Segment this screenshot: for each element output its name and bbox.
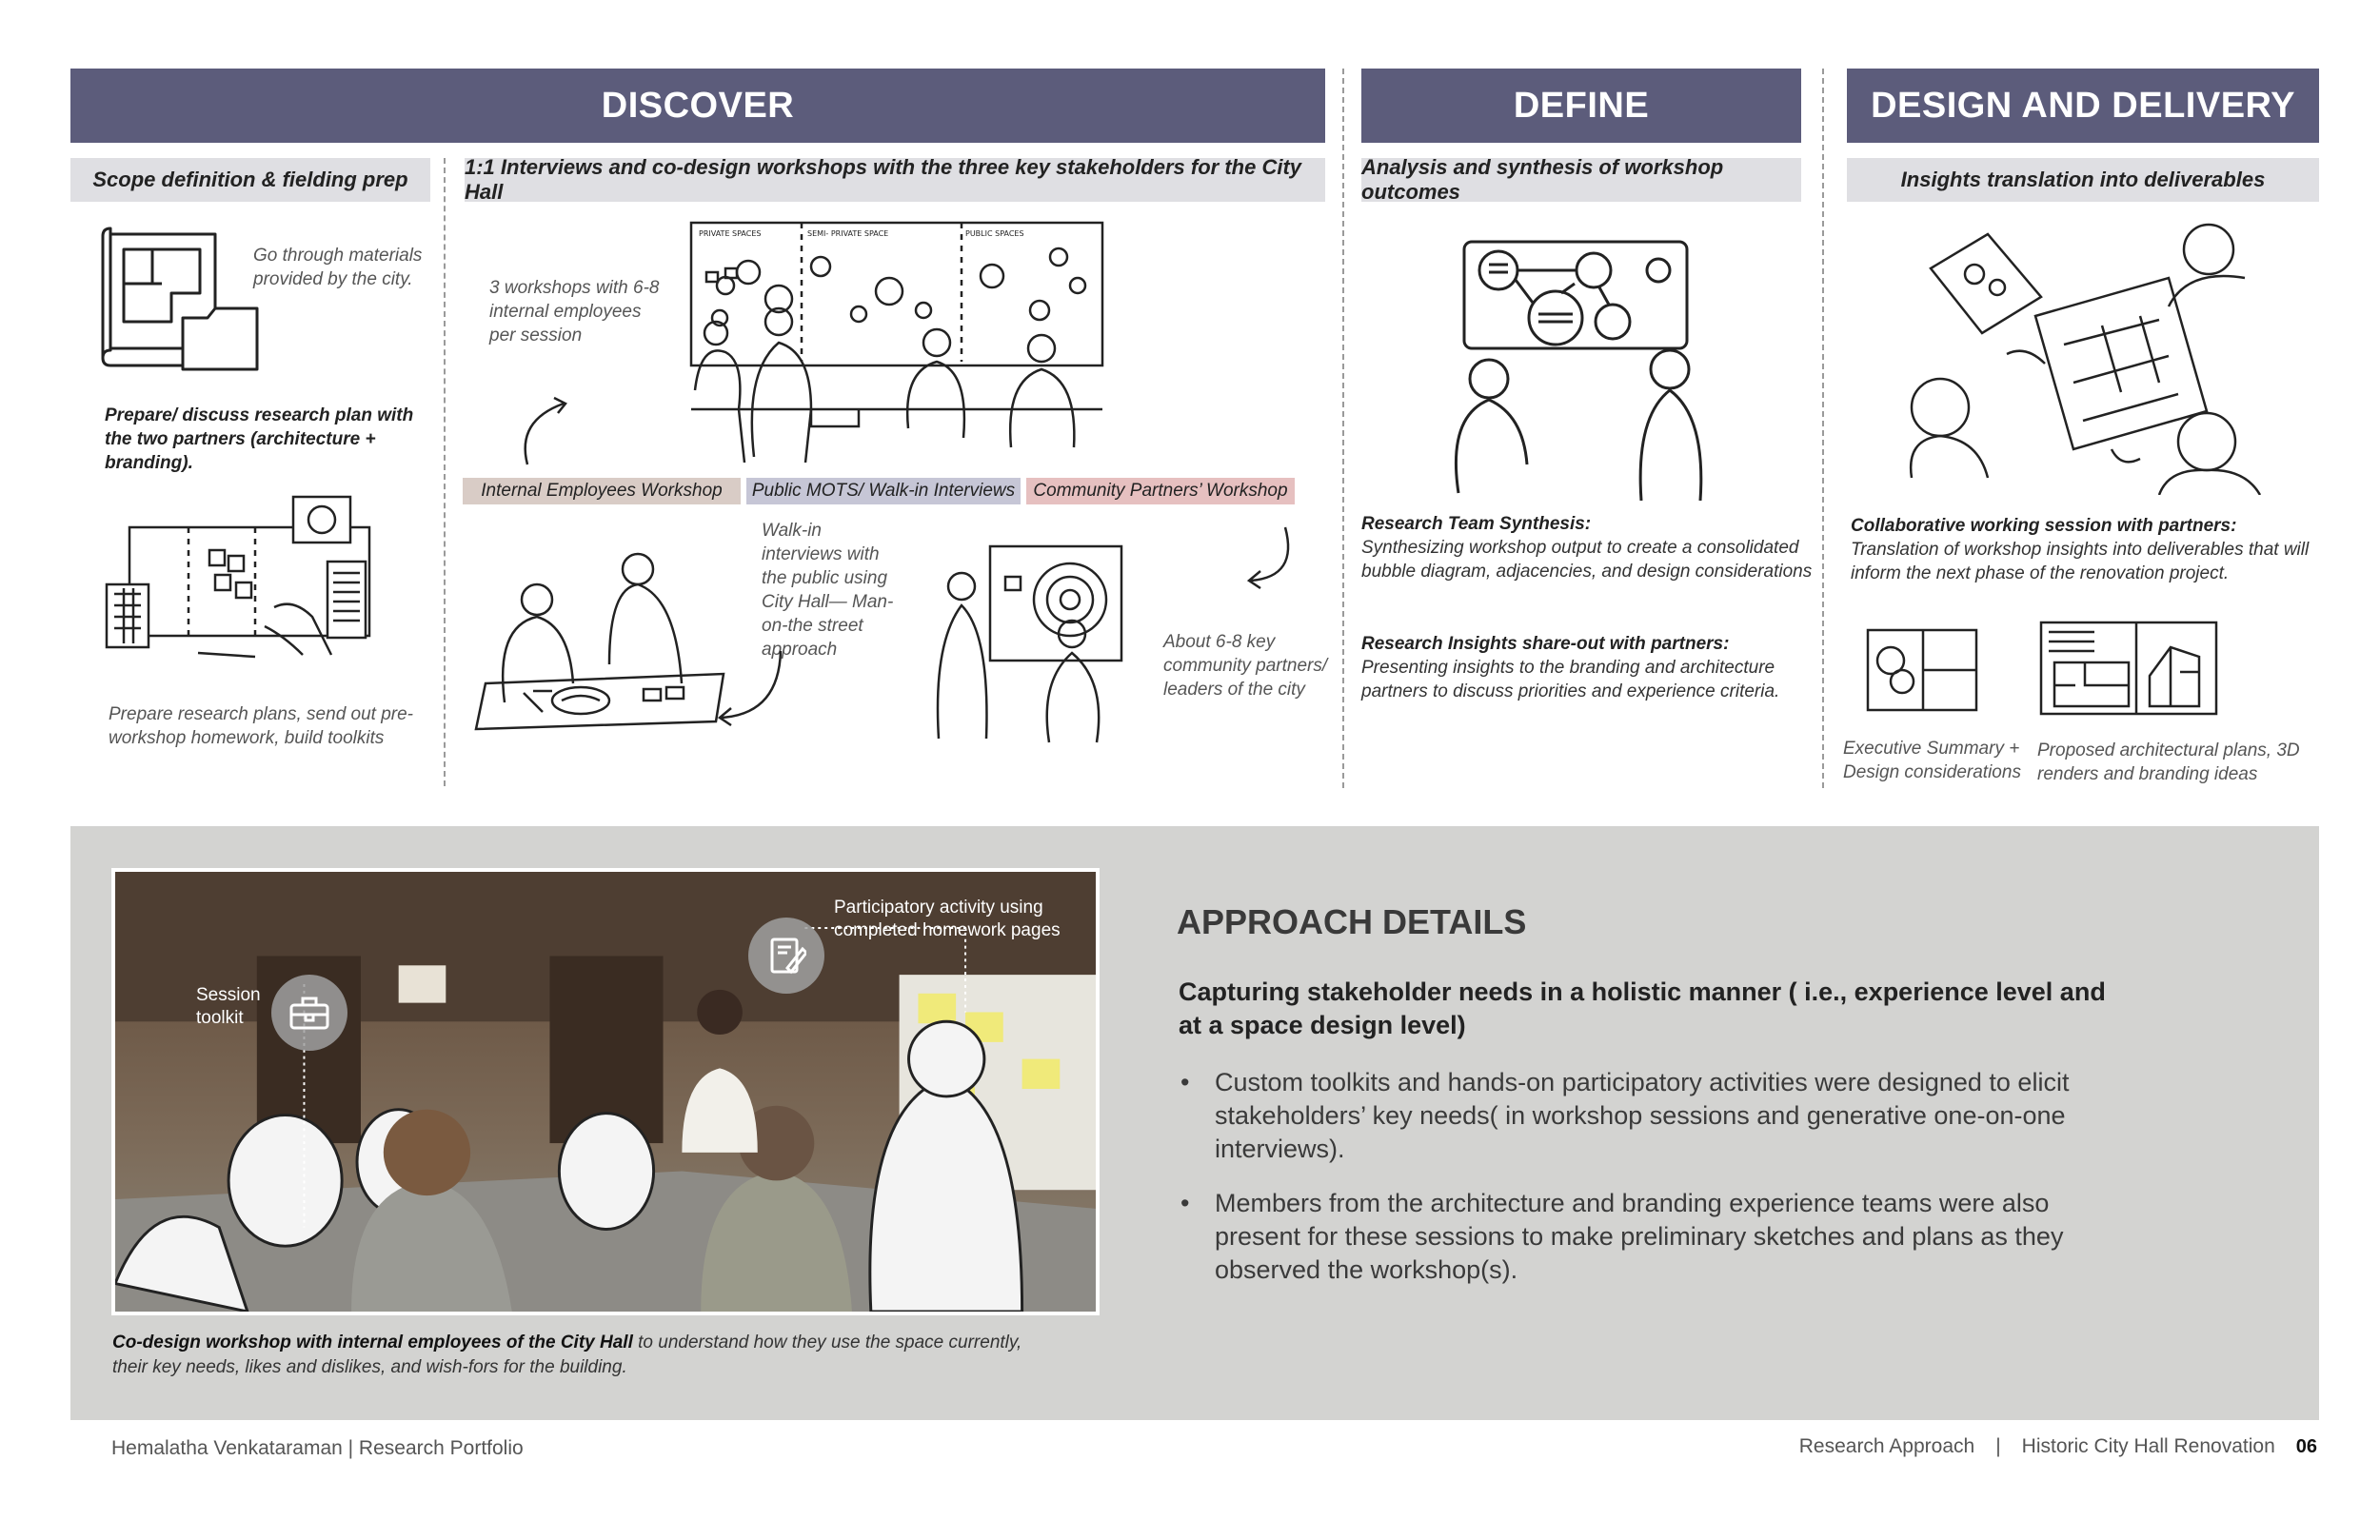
note-community: About 6-8 key community partners/ leader… bbox=[1163, 632, 1328, 700]
collab-block: Collaborative working session with partn… bbox=[1851, 514, 2313, 585]
activity-label: Participatory activity using completed h… bbox=[834, 898, 1061, 940]
caption-bold: Co-design workshop with internal employe… bbox=[112, 1333, 633, 1352]
synthesis-title: Research Team Synthesis: bbox=[1361, 514, 1592, 534]
delivery-subheader: Insights translation into deliverables bbox=[1847, 158, 2319, 202]
exec-summary-label: Executive Summary + Design consideration… bbox=[1843, 739, 2021, 782]
interview-table-sketch bbox=[466, 550, 725, 731]
collab-text: Translation of workshop insights into de… bbox=[1851, 540, 2310, 583]
define-subheader: Analysis and synthesis of workshop outco… bbox=[1361, 155, 1801, 204]
arrow-left-sketch bbox=[1243, 523, 1300, 592]
collab-title: Collaborative working session with partn… bbox=[1851, 516, 2237, 536]
footer-separator: | bbox=[1995, 1435, 2001, 1457]
synthesis-block: Research Team Synthesis: Synthesizing wo… bbox=[1361, 512, 1818, 583]
interviews-subheader: 1:1 Interviews and co-design workshops w… bbox=[465, 155, 1325, 204]
arrow-down-sketch bbox=[712, 647, 788, 727]
divider-discover-inner bbox=[444, 158, 446, 786]
caption-rest: to understand how they use the space cur… bbox=[112, 1333, 1022, 1377]
arrow-up-sketch bbox=[514, 392, 581, 468]
approach-title: APPROACH DETAILS bbox=[1177, 902, 1527, 941]
tag-public-mots: Public MOTS/ Walk-in Interviews bbox=[746, 478, 1021, 504]
divider-define-delivery bbox=[1822, 69, 1824, 788]
board-label-semi: SEMI- PRIVATE SPACE bbox=[807, 229, 888, 238]
footer-author: Hemalatha Venkataraman | Research Portfo… bbox=[111, 1437, 524, 1459]
collab-session-sketch bbox=[1883, 221, 2268, 495]
synthesis-text: Synthesizing workshop output to create a… bbox=[1361, 538, 1813, 582]
exec-summary-sketch bbox=[1864, 626, 1980, 714]
note-materials: Go through materials provided by the cit… bbox=[253, 246, 423, 289]
note-walkin: Walk-in interviews with the public using… bbox=[762, 521, 894, 660]
delivery-header: DESIGN AND DELIVERY bbox=[1847, 69, 2319, 143]
homework-icon bbox=[748, 918, 824, 994]
approach-subtitle: Capturing stakeholder needs in a holisti… bbox=[1179, 977, 2106, 1039]
approach-bullets: Custom toolkits and hands-on participato… bbox=[1179, 1066, 2092, 1308]
approach-bullet: Custom toolkits and hands-on participato… bbox=[1179, 1066, 2092, 1166]
workspace-sketch bbox=[103, 493, 381, 683]
page-number: 06 bbox=[2295, 1436, 2317, 1457]
arch-plans-sketch bbox=[2037, 619, 2220, 718]
tag-internal-employees: Internal Employees Workshop bbox=[463, 478, 741, 504]
footer-right: Research Approach | Historic City Hall R… bbox=[1799, 1435, 2317, 1458]
workshop-photo bbox=[111, 868, 1100, 1315]
discover-header: DISCOVER bbox=[70, 69, 1325, 143]
note-research-plan: Prepare/ discuss research plan with the … bbox=[105, 405, 414, 473]
workshop-board-sketch: PRIVATE SPACES SEMI- PRIVATE SPACE PUBLI… bbox=[687, 219, 1106, 463]
floorplan-folder-sketch bbox=[95, 227, 267, 371]
define-header: DEFINE bbox=[1361, 69, 1801, 143]
note-workshops: 3 workshops with 6-8 internal employees … bbox=[489, 278, 660, 346]
toolkit-icon bbox=[271, 975, 347, 1051]
divider-discover-define bbox=[1342, 69, 1344, 788]
shareout-title: Research Insights share-out with partner… bbox=[1361, 634, 1730, 654]
approach-bullet: Members from the architecture and brandi… bbox=[1179, 1187, 2092, 1287]
scope-subheader: Scope definition & fielding prep bbox=[70, 158, 430, 202]
footer-section: Research Approach bbox=[1798, 1435, 1975, 1457]
footer-project: Historic City Hall Renovation bbox=[2021, 1435, 2275, 1457]
board-label-public: PUBLIC SPACES bbox=[965, 229, 1024, 238]
synthesis-board-sketch bbox=[1432, 227, 1708, 501]
community-sketch bbox=[929, 539, 1148, 744]
board-label-private: PRIVATE SPACES bbox=[699, 229, 761, 238]
note-prepare: Prepare research plans, send out pre-wor… bbox=[109, 704, 414, 748]
arch-plans-label: Proposed architectural plans, 3D renders… bbox=[2037, 740, 2300, 784]
shareout-block: Research Insights share-out with partner… bbox=[1361, 632, 1818, 703]
tag-community-partners: Community Partners’ Workshop bbox=[1026, 478, 1295, 504]
session-toolkit-label: Session toolkit bbox=[196, 985, 261, 1028]
photo-caption: Co-design workshop with internal employe… bbox=[112, 1331, 1026, 1380]
shareout-text: Presenting insights to the branding and … bbox=[1361, 658, 1780, 701]
